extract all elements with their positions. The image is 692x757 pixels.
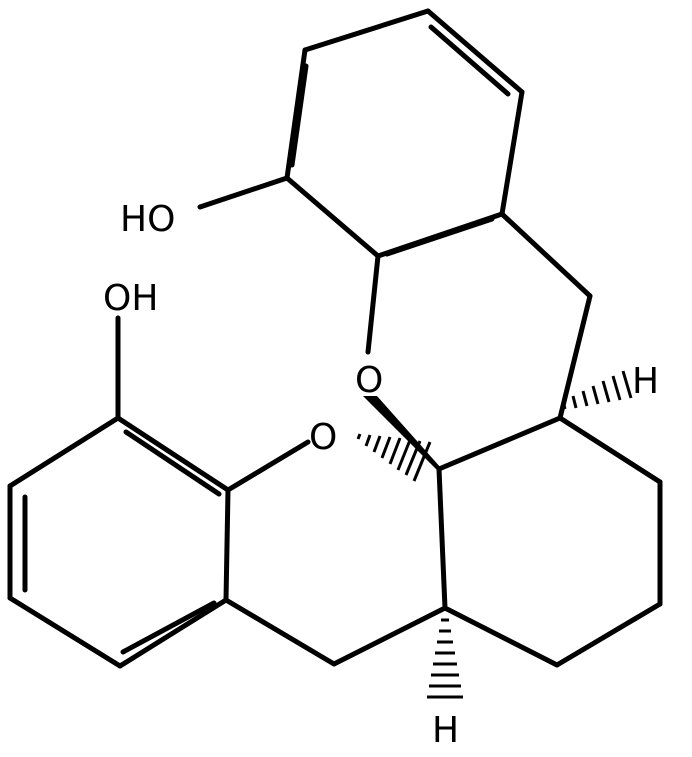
lower-aromatic-ring [7,415,231,669]
right-hydrogen-hashed-bond [561,370,633,410]
upper-methylene-bond-2 [557,293,593,421]
upper-aromatic-ring [284,8,525,259]
lower-methylene-bond-1 [223,597,337,667]
lower-hydroxyl-label: OH [103,278,158,319]
lower-ether-oxygen-label: O [309,417,337,458]
bottom-hydrogen-label: H [432,710,459,751]
lower-methylene-bond-2 [331,605,448,667]
upper-ether-bond-aryl [365,253,381,355]
right-hydrogen-label: H [632,361,659,402]
upper-methylene-bond-1 [499,211,593,299]
cyclohexane-ring [436,415,663,668]
lower-ether-bond-aryl [225,439,311,493]
bottom-hydrogen-hashed-bond [427,618,463,699]
upper-ether-oxygen-label: O [355,360,383,401]
upper-hydroxyl-label: HO [120,199,175,240]
upper-hydroxyl-bond [197,175,290,210]
spiro-wedge-bond [363,396,441,470]
spiro-hashed-bond [356,433,432,482]
